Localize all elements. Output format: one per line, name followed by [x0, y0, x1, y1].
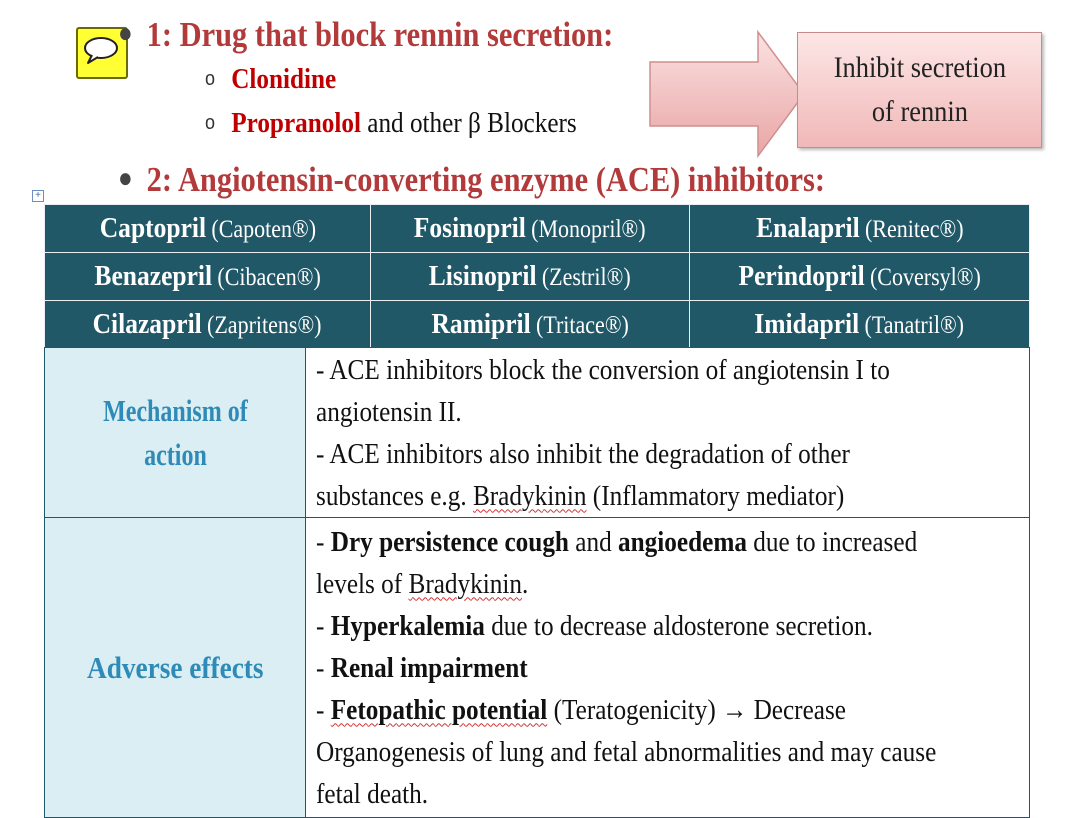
adverse-line-4: - Renal impairment: [316, 647, 936, 689]
bold-run: Dry persistence cough: [330, 525, 569, 558]
table-row-adverse: Adverse effects - Dry persistence cough …: [43, 517, 1030, 818]
sub-bullet-clonidine: o Clonidine: [205, 64, 336, 96]
drug-cell: Fosinopril(Monopril®): [370, 204, 690, 253]
generic-name: Lisinopril: [429, 260, 537, 292]
drug-cell: Captopril(Capoten®): [44, 204, 371, 253]
text-run: -: [316, 693, 331, 726]
sub-bullet-propranolol: o Propranolol and other β Blockers: [205, 108, 577, 140]
brand-name: (Tritace®): [535, 312, 629, 339]
brand-name: (Capoten®): [210, 216, 316, 243]
bold-run: angioedema: [618, 525, 747, 558]
drug-cell: Enalapril(Renitec®): [689, 204, 1030, 253]
text-run: (Teratogenicity) → Decrease: [547, 693, 847, 726]
mechanism-label-line-1: Mechanism of: [102, 392, 248, 428]
text-run: (Inflammatory mediator): [586, 479, 845, 512]
drug-cell: Cilazapril(Zapritens®): [44, 300, 371, 349]
callout-box: Inhibit secretion of rennin: [797, 32, 1042, 148]
bullet-heading-text: 2: Angiotensin-converting enzyme (ACE) i…: [146, 160, 825, 199]
table-move-handle-icon[interactable]: +: [32, 190, 44, 202]
table-row: Benazepril(Cibacen®) Lisinopril(Zestril®…: [44, 252, 1030, 301]
bullet-heading-text: 1: Drug that block rennin secretion:: [146, 15, 614, 54]
drug-cell: Perindopril(Coversyl®): [689, 252, 1030, 301]
brand-name: (Zapritens®): [207, 312, 322, 339]
adverse-body-cell: - Dry persistence cough and angioedema d…: [305, 517, 1030, 818]
ace-drug-table: Captopril(Capoten®) Fosinopril(Monopril®…: [44, 204, 1030, 349]
ace-info-table: Mechanism of action - ACE inhibitors blo…: [43, 347, 1030, 818]
mechanism-line-3: - ACE inhibitors also inhibit the degrad…: [316, 437, 850, 470]
generic-name: Captopril: [99, 212, 206, 244]
table-row-mechanism: Mechanism of action - ACE inhibitors blo…: [43, 347, 1030, 518]
text-run: levels of: [316, 567, 409, 600]
adverse-line-5: - Fetopathic potential (Teratogenicity) …: [316, 689, 936, 731]
table-row: Captopril(Capoten®) Fosinopril(Monopril®…: [44, 204, 1030, 253]
adverse-line-1: - Dry persistence cough and angioedema d…: [316, 521, 936, 563]
circle-bullet-icon: o: [205, 112, 216, 134]
generic-name: Imidapril: [754, 308, 860, 340]
generic-name: Benazepril: [94, 260, 212, 292]
bold-run: Renal impairment: [330, 651, 528, 684]
text-run: due to increased: [746, 525, 918, 558]
drug-cell: Benazepril(Cibacen®): [44, 252, 371, 301]
spellcheck-word: Bradykinin: [472, 479, 587, 512]
drug-cell: Lisinopril(Zestril®): [370, 252, 690, 301]
brand-name: (Monopril®): [531, 216, 646, 243]
adverse-line-3: - Hyperkalemia due to decrease aldostero…: [316, 605, 936, 647]
drug-cell: Ramipril(Tritace®): [370, 300, 690, 349]
drug-cell: Imidapril(Tanatril®): [689, 300, 1030, 349]
text-run: -: [316, 651, 331, 684]
table-row: Cilazapril(Zapritens®) Ramipril(Tritace®…: [44, 300, 1030, 349]
brand-name: (Cibacen®): [217, 264, 321, 291]
adverse-line-2: levels of Bradykinin.: [316, 563, 936, 605]
mechanism-label-line-2: action: [143, 436, 207, 472]
bullet-heading-ace-inhibitors: ● 2: Angiotensin-converting enzyme (ACE) …: [118, 160, 825, 200]
bold-run: Fetopathic potential: [330, 693, 548, 726]
mechanism-label-cell: Mechanism of action: [43, 347, 307, 518]
brand-name: (Tanatril®): [864, 312, 965, 339]
text-run: -: [316, 609, 331, 642]
callout-line-2: of rennin: [871, 95, 968, 128]
spellcheck-word: Bradykinin: [408, 567, 523, 600]
text-run: substances e.g.: [316, 479, 473, 512]
drug-name: Clonidine: [231, 64, 337, 95]
callout-arrow-icon: [649, 30, 805, 158]
text-run: .: [522, 567, 529, 600]
adverse-line-7: fetal death.: [316, 777, 429, 810]
circle-bullet-icon: o: [205, 68, 216, 90]
mechanism-body-cell: - ACE inhibitors block the conversion of…: [305, 347, 1030, 518]
text-run: due to decrease aldosterone secretion.: [484, 609, 874, 642]
drug-name: Propranolol: [231, 108, 361, 139]
mechanism-line-4: substances e.g. Bradykinin (Inflammatory…: [316, 475, 936, 517]
generic-name: Cilazapril: [93, 308, 203, 340]
text-run: and: [568, 525, 619, 558]
brand-name: (Zestril®): [542, 264, 631, 291]
adverse-label: Adverse effects: [86, 649, 264, 685]
text-run: -: [316, 525, 331, 558]
generic-name: Perindopril: [738, 260, 865, 292]
comment-icon[interactable]: [76, 27, 128, 79]
bullet-heading-renin-blockers: ● 1: Drug that block rennin secretion:: [118, 15, 613, 55]
drug-note: and other β Blockers: [360, 108, 577, 139]
generic-name: Fosinopril: [414, 212, 527, 244]
adverse-line-6: Organogenesis of lung and fetal abnormal…: [316, 735, 937, 768]
callout-line-1: Inhibit secretion: [833, 51, 1006, 84]
mechanism-line-1: - ACE inhibitors block the conversion of…: [316, 353, 890, 386]
mechanism-line-2: angiotensin II.: [316, 395, 462, 428]
bullet-dot-icon: ●: [118, 18, 133, 49]
generic-name: Ramipril: [431, 308, 531, 340]
generic-name: Enalapril: [755, 212, 860, 244]
bullet-dot-icon: ●: [118, 163, 133, 194]
brand-name: (Coversyl®): [869, 264, 981, 291]
bold-run: Hyperkalemia: [330, 609, 485, 642]
brand-name: (Renitec®): [864, 216, 964, 243]
adverse-label-cell: Adverse effects: [43, 517, 307, 818]
